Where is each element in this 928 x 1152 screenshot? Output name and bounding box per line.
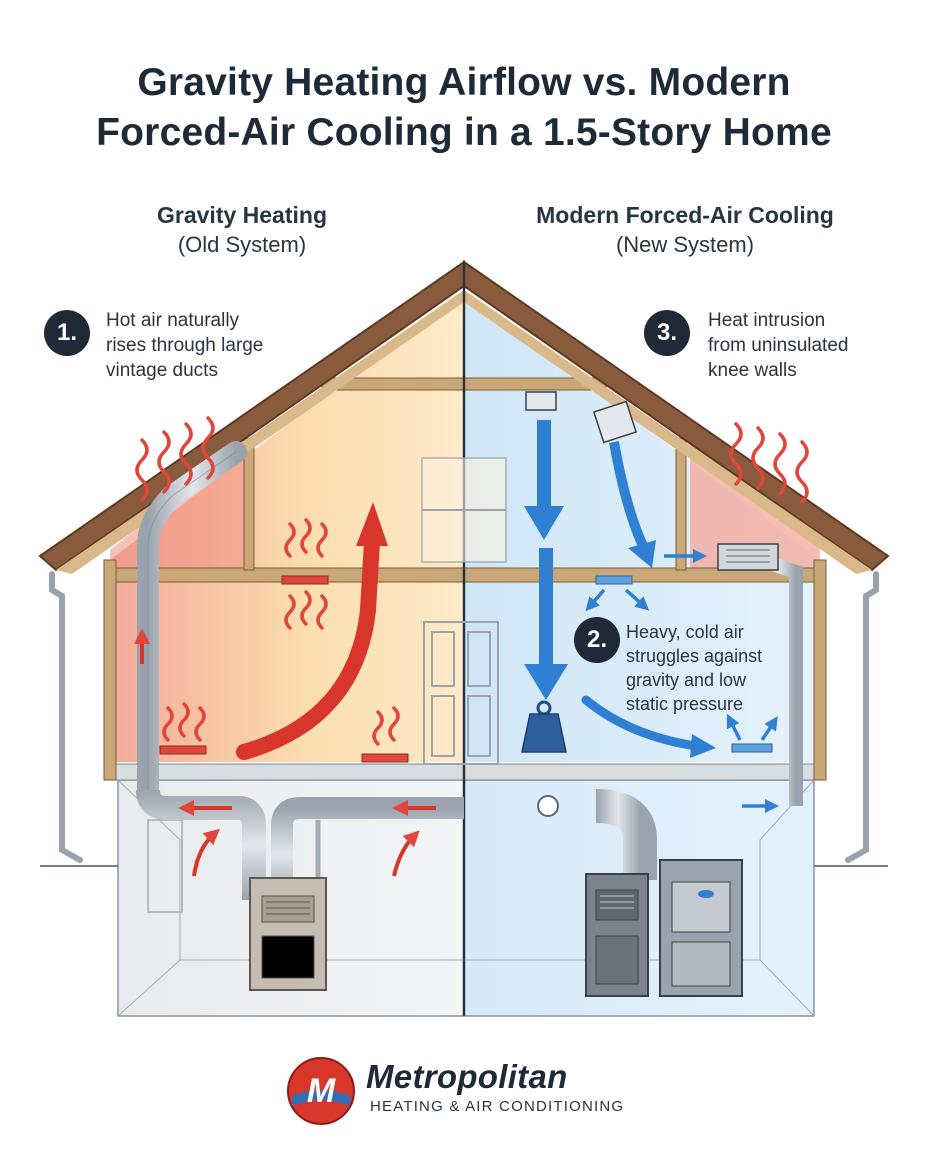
brand-name: Metropolitan — [366, 1058, 568, 1095]
hot-air-rise-arrow — [236, 534, 380, 760]
brand-tagline: HEATING & AIR CONDITIONING — [370, 1098, 625, 1115]
callout-2-line-2: struggles against — [626, 646, 763, 666]
left-downspout — [49, 571, 83, 863]
heat-wiggles-left — [135, 416, 400, 746]
callout-2-badge: 2. — [574, 617, 620, 663]
callout-3-line-2: from uninsulated — [708, 335, 849, 356]
callout-2-line-3: gravity and low — [626, 670, 747, 690]
modern-air-handler — [659, 859, 743, 997]
callout-2-text: Heavy, cold air struggles against gravit… — [626, 620, 816, 716]
ceiling-vent-blue — [595, 575, 633, 585]
left-knee-wall — [243, 437, 255, 571]
callout-1-text: Hot air naturally rises through large vi… — [106, 308, 326, 383]
left-upper-heat-zone — [110, 290, 464, 762]
left-subheading: (Old System) — [177, 232, 307, 257]
upper-window — [421, 457, 507, 563]
left-heading: Gravity Heating — [157, 202, 327, 228]
callout-3-line-3: knee walls — [708, 360, 797, 381]
logo-letter: M — [307, 1072, 336, 1110]
duct-fan — [537, 795, 559, 817]
attic-air-handler — [717, 543, 779, 571]
right-downspout — [845, 571, 879, 863]
callout-3-text: Heat intrusion from uninsulated knee wal… — [708, 308, 908, 383]
weight-icon — [521, 700, 567, 753]
callout-1-badge: 1. — [44, 310, 90, 356]
ceiling-diffuser-1 — [525, 391, 557, 411]
callout-1-line-1: Hot air naturally — [106, 310, 240, 331]
ceiling-diffuser-2 — [592, 400, 638, 444]
basement-door — [147, 819, 183, 913]
right-wall — [813, 559, 827, 781]
page-title: Gravity Heating Airflow vs. Modern Force… — [0, 58, 928, 158]
floor-vent-right — [361, 753, 409, 763]
callout-1-line-2: rises through large — [106, 335, 264, 356]
right-knee-wall — [675, 437, 687, 571]
left-wall — [103, 559, 117, 781]
callout-3-line-1: Heat intrusion — [708, 310, 826, 331]
floor-vent-left — [159, 745, 207, 755]
right-column-heading: Modern Forced-Air Cooling (New System) — [495, 200, 875, 260]
right-heading: Modern Forced-Air Cooling — [536, 202, 834, 228]
brand-footer: M Metropolitan HEATING & AIR CONDITIONIN… — [286, 1056, 646, 1126]
duct-flow-arrows-blue — [585, 549, 779, 813]
title-line-2: Forced-Air Cooling in a 1.5-Story Home — [96, 111, 832, 154]
callout-2-line-4: static pressure — [626, 694, 744, 714]
modern-furnace — [585, 873, 649, 997]
cold-air-arrow-curve — [609, 441, 649, 551]
callout-1-line-3: vintage ducts — [106, 360, 218, 381]
title-line-1: Gravity Heating Airflow vs. Modern — [137, 61, 791, 104]
main-floor-door — [423, 621, 499, 765]
plenum-duct — [595, 789, 657, 880]
duct-flow-arrows-red — [134, 628, 436, 877]
cold-air-arrow-floor — [581, 695, 701, 751]
upper-floor-vent — [281, 575, 329, 585]
callout-2-line-1: Heavy, cold air — [626, 622, 744, 642]
right-subheading: (New System) — [615, 232, 755, 257]
floor-vent-blue — [731, 743, 773, 753]
callout-3-badge: 3. — [644, 310, 690, 356]
gravity-main-duct-right — [271, 797, 464, 900]
metropolitan-logo-icon: M — [287, 1057, 355, 1125]
left-column-heading: Gravity Heating (Old System) — [52, 200, 432, 260]
gravity-furnace — [249, 877, 327, 991]
gravity-main-duct-left — [136, 789, 266, 900]
heat-wiggles-right — [729, 422, 809, 504]
